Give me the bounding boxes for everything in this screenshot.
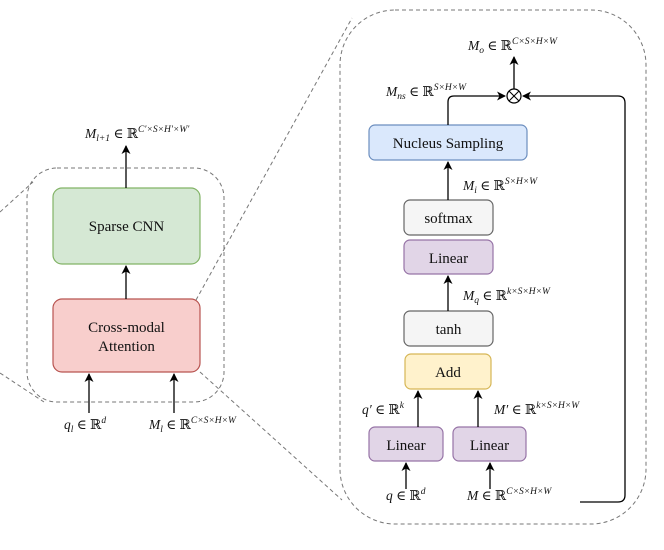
linear-q-box: [368, 426, 444, 462]
add-box: [404, 353, 492, 390]
sparse-cnn-node: Sparse CNN: [52, 187, 201, 265]
cross-modal-attention-node: Cross-modal Attention: [52, 298, 201, 373]
label-output-l-plus-1: Ml+1 ∈ ℝC′×S×H′×W′: [84, 125, 190, 144]
nucleus-sampling-node: Nucleus Sampling: [368, 124, 528, 161]
zoom-connectors: [0, 17, 353, 501]
cross-modal-attention-label-line1: Cross-modal: [88, 320, 165, 336]
linear-m-box: [452, 426, 527, 462]
tanh-node: tanh: [403, 310, 494, 347]
zoom-connector-bottom: [199, 371, 343, 501]
label-q-input: q ∈ ℝd: [386, 487, 426, 503]
detail-module-container: [339, 9, 647, 525]
linear-q-node: Linear: [368, 426, 444, 462]
label-M-q: Mq ∈ ℝk×S×H×W: [462, 287, 551, 306]
label-M-ns: Mns ∈ ℝS×H×W: [385, 83, 467, 102]
label-M-o: Mo ∈ ℝC×S×H×W: [467, 37, 558, 56]
arrow-nucleus-to-multiply: [447, 91, 506, 125]
linear-m-node: Linear: [452, 426, 527, 462]
label-M-input: M ∈ ℝC×S×H×W: [466, 487, 552, 503]
nucleus-sampling-label: Nucleus Sampling: [393, 136, 504, 152]
add-node: Add: [404, 353, 492, 390]
label-M-i: Mi ∈ ℝS×H×W: [462, 177, 538, 196]
label-q-prime: q′ ∈ ℝk: [362, 401, 405, 417]
arrow-M-skip-to-multiply: [522, 91, 626, 503]
zoom-connector-left-top: [0, 181, 34, 213]
zoom-connector-left-bottom: [0, 372, 45, 403]
linear-m-label: Linear: [470, 438, 509, 454]
linear-q-label: Linear: [386, 438, 425, 454]
linear-top-box: [403, 239, 494, 275]
softmax-label: softmax: [424, 211, 473, 227]
zoom-connector-top: [195, 17, 353, 301]
linear-top-node: Linear: [403, 239, 494, 275]
multiply-icon-stroke-b: [508, 90, 520, 102]
add-label: Add: [435, 365, 461, 381]
multiply-operator: [506, 88, 522, 104]
label-feature-l: Ml ∈ ℝC×S×H×W: [148, 416, 237, 435]
label-M-prime: M′ ∈ ℝk×S×H×W: [493, 401, 580, 417]
sparse-cnn-label: Sparse CNN: [89, 219, 165, 235]
label-query-l: ql ∈ ℝd: [64, 416, 106, 435]
cross-modal-attention-label-line2: Attention: [98, 339, 155, 355]
softmax-node: softmax: [403, 199, 494, 236]
linear-top-label: Linear: [429, 251, 468, 267]
tanh-label: tanh: [436, 322, 462, 338]
